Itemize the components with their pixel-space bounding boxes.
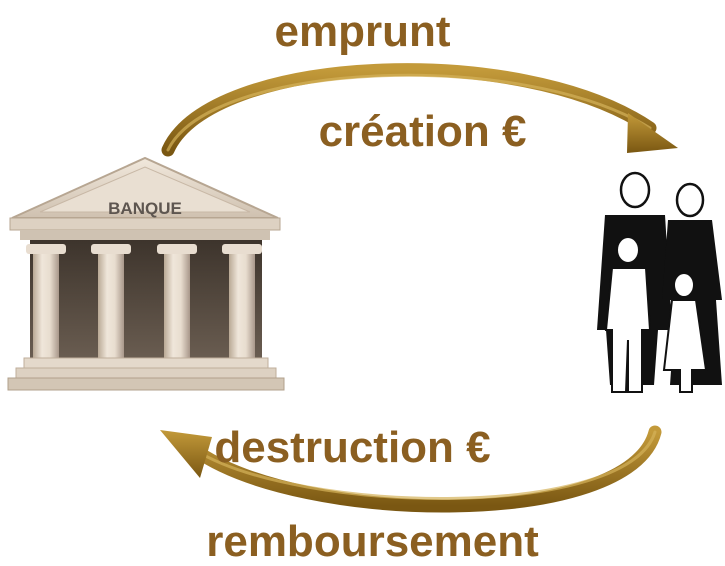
bank-sign: BANQUE xyxy=(108,199,182,218)
label-remboursement: remboursement xyxy=(206,517,539,566)
family-icon xyxy=(597,171,722,393)
label-emprunt: emprunt xyxy=(274,7,451,56)
label-creation: création € xyxy=(318,107,527,156)
bank-building-icon: BANQUE xyxy=(7,156,285,391)
curved-arrow-right-icon xyxy=(161,63,678,157)
curved-arrow-left-icon xyxy=(160,425,662,513)
bank-columns xyxy=(26,244,262,358)
label-destruction: destruction € xyxy=(214,423,491,472)
